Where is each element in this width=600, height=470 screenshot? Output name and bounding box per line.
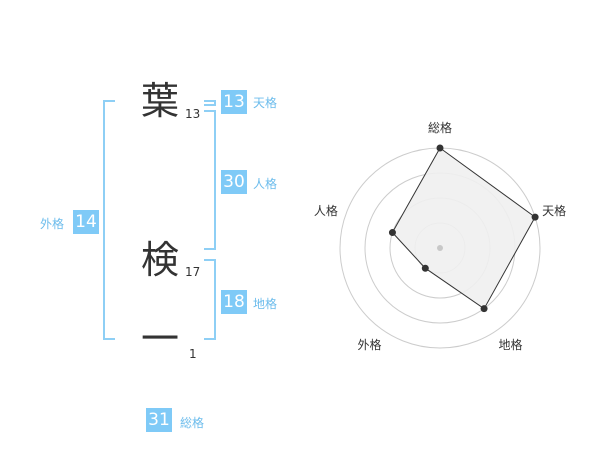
jinkaku-value: 30	[221, 170, 247, 194]
gaikaku-label: 外格	[40, 217, 65, 231]
gaikaku-bracket	[103, 100, 115, 340]
name-char-1: 葉	[141, 79, 180, 123]
radar-point-1	[436, 144, 444, 152]
tenkaku-bracket	[204, 100, 216, 106]
stroke-count-1: 13	[185, 107, 201, 121]
radar-data-area	[391, 147, 536, 310]
gaikaku-value: 14	[73, 210, 99, 234]
stroke-count-3: 1	[189, 347, 197, 361]
radar-center-dot	[437, 245, 443, 251]
radar-point-5	[388, 229, 396, 237]
chikaku-label: 地格	[253, 297, 278, 311]
radar-point-4	[421, 264, 429, 272]
chikaku-value: 18	[221, 290, 247, 314]
name-char-2: 検	[141, 238, 180, 282]
radar-axis-label: 地格	[499, 337, 523, 352]
soukaku-value: 31	[146, 408, 172, 432]
radar-point-2	[531, 213, 539, 221]
radar-point-3	[480, 305, 488, 313]
radar-data-points	[388, 144, 539, 313]
tenkaku-label: 天格	[253, 96, 278, 110]
soukaku-label: 総格	[180, 416, 205, 430]
chikaku-bracket	[204, 259, 216, 340]
jinkaku-label: 人格	[253, 177, 278, 191]
stroke-count-2: 17	[185, 265, 201, 279]
radar-axis-label: 総格	[428, 120, 452, 135]
tenkaku-value: 13	[221, 90, 247, 114]
name-char-3: 一	[141, 317, 180, 361]
radar-axis-label: 天格	[542, 203, 566, 218]
radar-axis-label: 外格	[357, 337, 381, 352]
jinkaku-bracket	[204, 110, 216, 250]
radar-axis-label: 人格	[314, 203, 338, 218]
